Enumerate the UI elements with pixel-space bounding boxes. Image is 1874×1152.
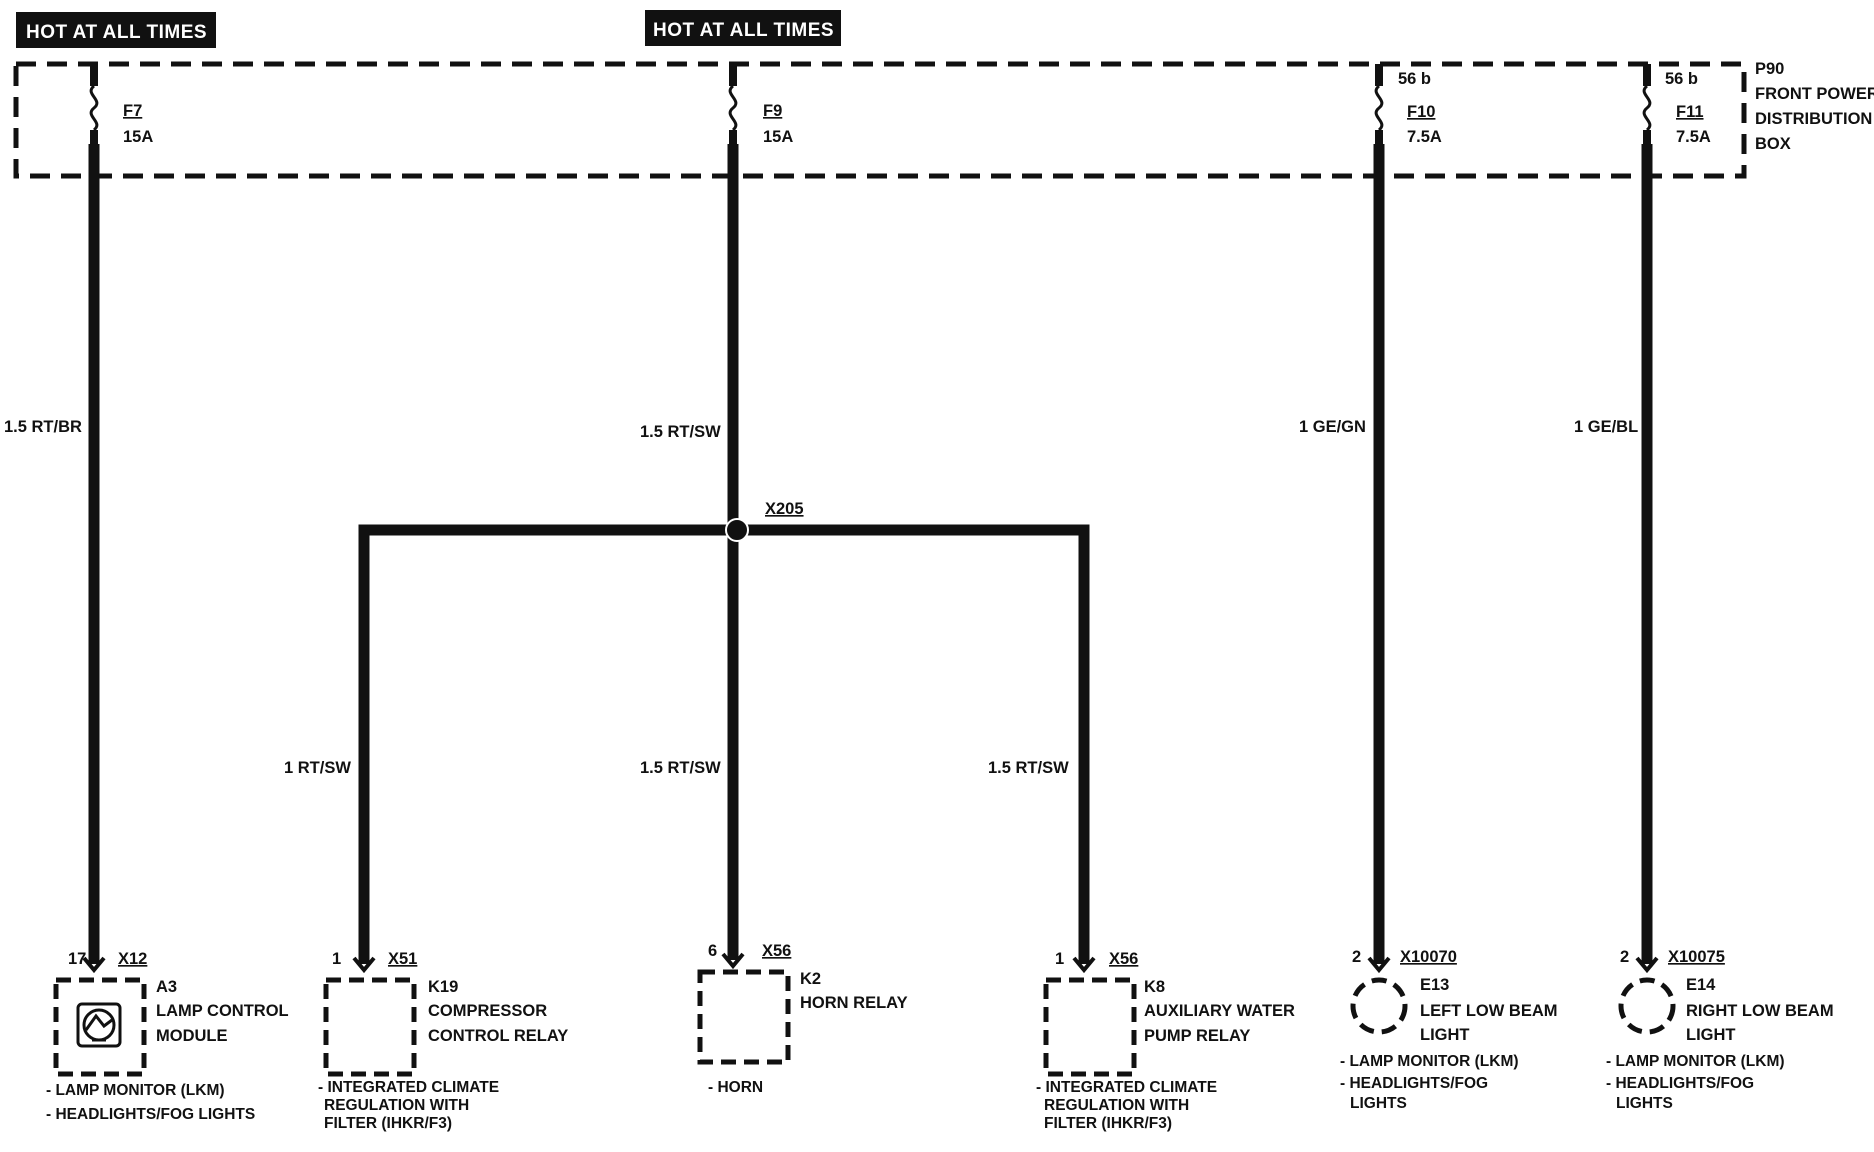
- fuse-f7-rating: 15A: [123, 128, 153, 146]
- e13-name-2: LIGHT: [1420, 1026, 1470, 1044]
- component-k8: 1 X56 K8 AUXILIARY WATER PUMP RELAY - IN…: [1036, 950, 1295, 1132]
- component-a3: 17 X12 A3 LAMP CONTROL MODULE - LAMP MON…: [46, 950, 289, 1123]
- distribution-box-name-2: DISTRIBUTION: [1755, 110, 1872, 128]
- e13-pin: 2: [1352, 948, 1361, 966]
- k19-note-3: FILTER (IHKR/F3): [324, 1115, 452, 1132]
- component-e14: 2 X10075 E14 RIGHT LOW BEAM LIGHT - LAMP…: [1606, 948, 1834, 1112]
- connector-terminals: [82, 952, 1659, 974]
- e14-note-2: - HEADLIGHTS/FOG: [1606, 1075, 1754, 1092]
- fuse-f7: F7 15A: [89, 64, 153, 146]
- e14-id: E14: [1686, 976, 1716, 994]
- splice-x205: [725, 518, 749, 542]
- k2-connector: X56: [762, 942, 791, 960]
- k8-pin: 1: [1055, 950, 1064, 968]
- e13-connector: X10070: [1400, 948, 1457, 966]
- a3-note-2: - HEADLIGHTS/FOG LIGHTS: [46, 1106, 255, 1123]
- wire-label-4: 1 GE/BL: [1574, 418, 1638, 436]
- e14-connector: X10075: [1668, 948, 1725, 966]
- e13-note-1: - LAMP MONITOR (LKM): [1340, 1053, 1519, 1070]
- fuse-f11: 56 b F11 7.5A: [1642, 64, 1711, 146]
- fuse-f10-terminal: 56 b: [1398, 70, 1431, 88]
- distribution-box-name-3: BOX: [1755, 135, 1791, 153]
- a3-id: A3: [156, 978, 177, 996]
- a3-name-2: MODULE: [156, 1027, 228, 1045]
- e14-name-1: RIGHT LOW BEAM: [1686, 1002, 1834, 1020]
- fuse-f7-name: F7: [123, 102, 142, 120]
- fuse-f10-name: F10: [1407, 103, 1435, 121]
- wire-label-3: 1 GE/GN: [1299, 418, 1366, 436]
- fuse-f11-rating: 7.5A: [1676, 128, 1711, 146]
- fuse-f10-rating: 7.5A: [1407, 128, 1442, 146]
- k8-note-3: FILTER (IHKR/F3): [1044, 1115, 1172, 1132]
- distribution-box-id: P90: [1755, 60, 1784, 78]
- k19-name-2: CONTROL RELAY: [428, 1027, 568, 1045]
- e14-note-1: - LAMP MONITOR (LKM): [1606, 1053, 1785, 1070]
- splice-x205-label: X205: [765, 500, 804, 518]
- k2-id: K2: [800, 970, 821, 988]
- k8-connector: X56: [1109, 950, 1138, 968]
- e14-name-2: LIGHT: [1686, 1026, 1736, 1044]
- k19-name-1: COMPRESSOR: [428, 1002, 547, 1020]
- k19-id: K19: [428, 978, 458, 996]
- lamp-control-module-icon: [76, 1002, 122, 1048]
- a3-pin: 17: [68, 950, 86, 968]
- k19-note-2: REGULATION WITH: [324, 1097, 469, 1114]
- e13-note-3: LIGHTS: [1350, 1095, 1407, 1112]
- k2-note-1: - HORN: [708, 1079, 763, 1096]
- distribution-box-name-1: FRONT POWER: [1755, 85, 1874, 103]
- wire-label-6: 1.5 RT/SW: [640, 759, 721, 777]
- component-k2: 6 X56 K2 HORN RELAY - HORN: [697, 942, 908, 1096]
- e13-name-1: LEFT LOW BEAM: [1420, 1002, 1557, 1020]
- e13-id: E13: [1420, 976, 1449, 994]
- lamp-icon: [1618, 977, 1676, 1035]
- power-distribution-box: [13, 61, 1747, 179]
- a3-note-1: - LAMP MONITOR (LKM): [46, 1082, 225, 1099]
- e14-note-3: LIGHTS: [1616, 1095, 1673, 1112]
- banner-left: HOT AT ALL TIMES: [16, 12, 216, 48]
- fuse-f11-terminal: 56 b: [1665, 70, 1698, 88]
- k2-name-1: HORN RELAY: [800, 994, 908, 1012]
- component-e13: 2 X10070 E13 LEFT LOW BEAM LIGHT - LAMP …: [1340, 948, 1557, 1112]
- e13-note-2: - HEADLIGHTS/FOG: [1340, 1075, 1488, 1092]
- k19-note-1: - INTEGRATED CLIMATE: [318, 1079, 499, 1096]
- fuse-f9: F9 15A: [728, 64, 793, 146]
- k8-id: K8: [1144, 978, 1165, 996]
- wire-splice-k8: [733, 524, 1090, 964]
- k19-connector: X51: [388, 950, 417, 968]
- k2-pin: 6: [708, 942, 717, 960]
- fuse-f9-rating: 15A: [763, 128, 793, 146]
- component-k19: 1 X51 K19 COMPRESSOR CONTROL RELAY - INT…: [318, 950, 568, 1132]
- fuse-f11-name: F11: [1676, 103, 1704, 121]
- wire-label-7: 1.5 RT/SW: [988, 759, 1069, 777]
- k19-pin: 1: [332, 950, 341, 968]
- wire-label-5: 1 RT/SW: [284, 759, 351, 777]
- banner-center-text: HOT AT ALL TIMES: [653, 20, 834, 41]
- wire-splice-k19: [358, 524, 733, 964]
- wire-label-1: 1.5 RT/BR: [4, 418, 82, 436]
- a3-connector: X12: [118, 950, 147, 968]
- a3-name-1: LAMP CONTROL: [156, 1002, 289, 1020]
- e14-pin: 2: [1620, 948, 1629, 966]
- fuse-f9-name: F9: [763, 102, 782, 120]
- k8-name-2: PUMP RELAY: [1144, 1027, 1250, 1045]
- banner-left-text: HOT AT ALL TIMES: [26, 22, 207, 43]
- wire-label-2: 1.5 RT/SW: [640, 423, 721, 441]
- k8-name-1: AUXILIARY WATER: [1144, 1002, 1295, 1020]
- fuse-f10: 56 b F10 7.5A: [1374, 64, 1442, 146]
- k8-note-2: REGULATION WITH: [1044, 1097, 1189, 1114]
- k8-note-1: - INTEGRATED CLIMATE: [1036, 1079, 1217, 1096]
- lamp-icon: [1350, 977, 1408, 1035]
- banner-center: HOT AT ALL TIMES: [645, 10, 841, 46]
